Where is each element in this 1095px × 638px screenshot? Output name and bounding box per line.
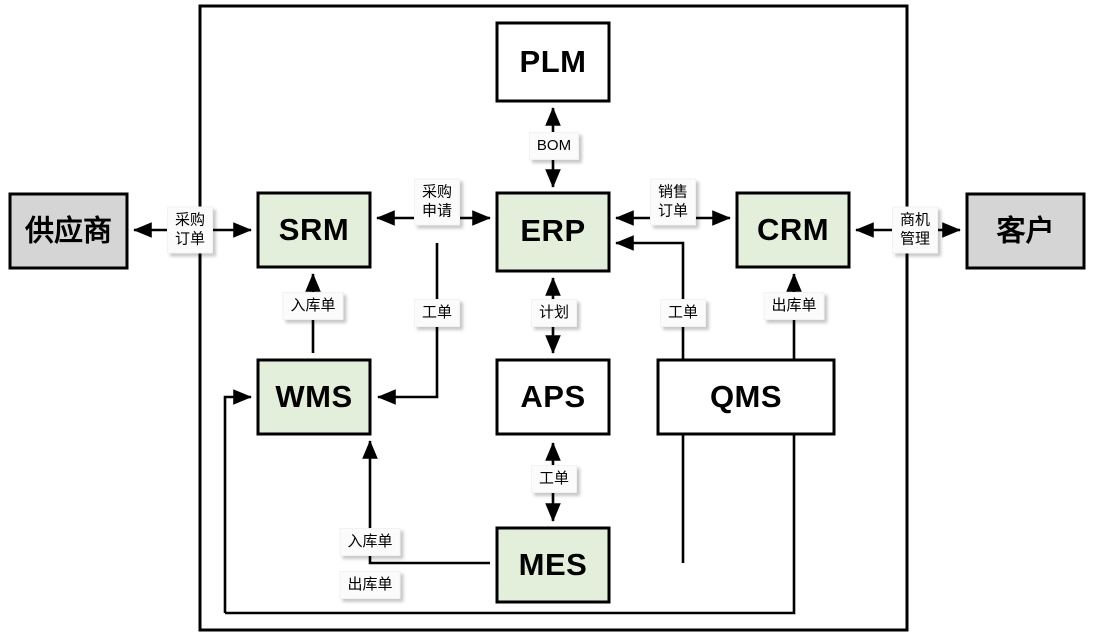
node-mes-label: MES xyxy=(519,547,588,582)
edge-label-inbound-mes-wms: 入库单 xyxy=(339,528,401,556)
edge-label-workorder-erp-wms: 工单 xyxy=(413,299,461,327)
node-wms[interactable]: WMS xyxy=(256,358,372,436)
enterprise-boundary-frame xyxy=(198,4,909,632)
connector-mes-erp-workorder xyxy=(615,235,685,563)
node-plm[interactable]: PLM xyxy=(495,21,611,103)
node-aps-label: APS xyxy=(520,379,585,414)
edge-label-bom: BOM xyxy=(528,132,580,160)
edge-label-opportunity-mgmt: 商机 管理 xyxy=(891,206,939,254)
edge-label-outbound-mes-wms: 出库单 xyxy=(339,571,401,599)
edge-label-outbound-to-crm: 出库单 xyxy=(763,292,825,320)
node-crm[interactable]: CRM xyxy=(735,191,851,269)
node-erp-label: ERP xyxy=(520,213,585,248)
node-srm[interactable]: SRM xyxy=(256,191,372,269)
connector-mes-wms-inbound xyxy=(362,440,490,565)
node-supplier-label: 供应商 xyxy=(24,214,112,248)
node-layer: 供应商 SRM PLM ERP CRM 客户 xyxy=(8,21,1086,604)
edge-label-workorder-erp-mes: 工单 xyxy=(659,299,707,327)
node-wms-label: WMS xyxy=(275,379,352,414)
connector-outbound-rail-wms xyxy=(223,389,252,613)
edge-label-purchase-order: 采购 订单 xyxy=(166,206,214,254)
edge-label-inbound-to-srm: 入库单 xyxy=(282,292,344,320)
node-crm-label: CRM xyxy=(757,212,829,247)
node-qms-label: QMS xyxy=(710,379,782,414)
node-customer[interactable]: 客户 xyxy=(965,192,1086,270)
edge-label-workorder-aps-mes: 工单 xyxy=(530,465,578,493)
edge-label-sales-order: 销售 订单 xyxy=(649,178,697,226)
edge-label-plan: 计划 xyxy=(530,299,578,327)
node-plm-label: PLM xyxy=(520,44,587,79)
connector-erp-wms-workorder xyxy=(377,243,439,405)
node-erp[interactable]: ERP xyxy=(495,191,611,273)
node-srm-label: SRM xyxy=(279,212,349,247)
edge-label-purchase-requisition: 采购 申请 xyxy=(413,178,461,226)
node-aps[interactable]: APS xyxy=(495,358,611,436)
node-customer-label: 客户 xyxy=(996,214,1054,248)
node-qms[interactable]: QMS xyxy=(656,358,836,436)
node-mes[interactable]: MES xyxy=(495,526,611,604)
node-supplier[interactable]: 供应商 xyxy=(8,192,129,270)
